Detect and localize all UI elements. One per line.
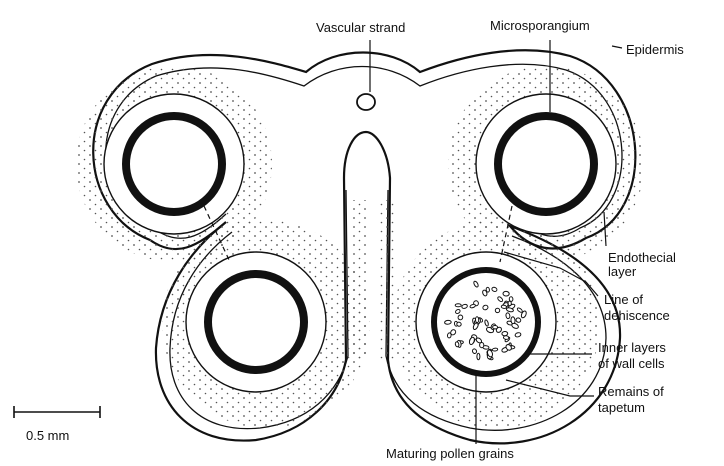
pollen-grain xyxy=(502,331,508,336)
pollen-grain xyxy=(456,322,461,327)
scale-bar: 0.5 mm xyxy=(14,406,100,443)
pollen-grain xyxy=(503,291,509,296)
label-endothecial-2: layer xyxy=(608,264,637,279)
microsporangium-top-right xyxy=(476,94,616,234)
label-epidermis: Epidermis xyxy=(626,42,684,57)
pollen-grain xyxy=(477,353,480,360)
label-remains-of-tapetum-2: tapetum xyxy=(598,400,645,415)
pollen-grain xyxy=(492,348,498,351)
vascular-strand xyxy=(357,94,375,110)
microsporangium-top-left xyxy=(104,94,244,234)
pollen-grain xyxy=(444,320,451,324)
label-line-of-dehiscence-2: dehiscence xyxy=(604,308,670,323)
label-line-of-dehiscence-1: Line of xyxy=(604,292,643,307)
pollen-grain xyxy=(455,304,461,307)
pollen-grain xyxy=(505,312,510,318)
label-vascular-strand: Vascular strand xyxy=(316,20,405,35)
label-maturing-pollen-grains: Maturing pollen grains xyxy=(386,446,514,461)
pollen-grain xyxy=(501,305,507,309)
scale-bar-label: 0.5 mm xyxy=(26,428,69,443)
label-inner-layers-2: of wall cells xyxy=(598,356,665,371)
pollen-grain xyxy=(475,317,478,323)
label-remains-of-tapetum-1: Remains of xyxy=(598,384,664,399)
label-microsporangium: Microsporangium xyxy=(490,18,590,33)
microsporangium-bottom-left xyxy=(186,252,326,392)
pollen-grain xyxy=(508,301,511,306)
pollen-grain xyxy=(495,308,499,312)
label-inner-layers-1: Inner layers xyxy=(598,340,666,355)
label-endothecial-1: Endothecial xyxy=(608,250,676,265)
